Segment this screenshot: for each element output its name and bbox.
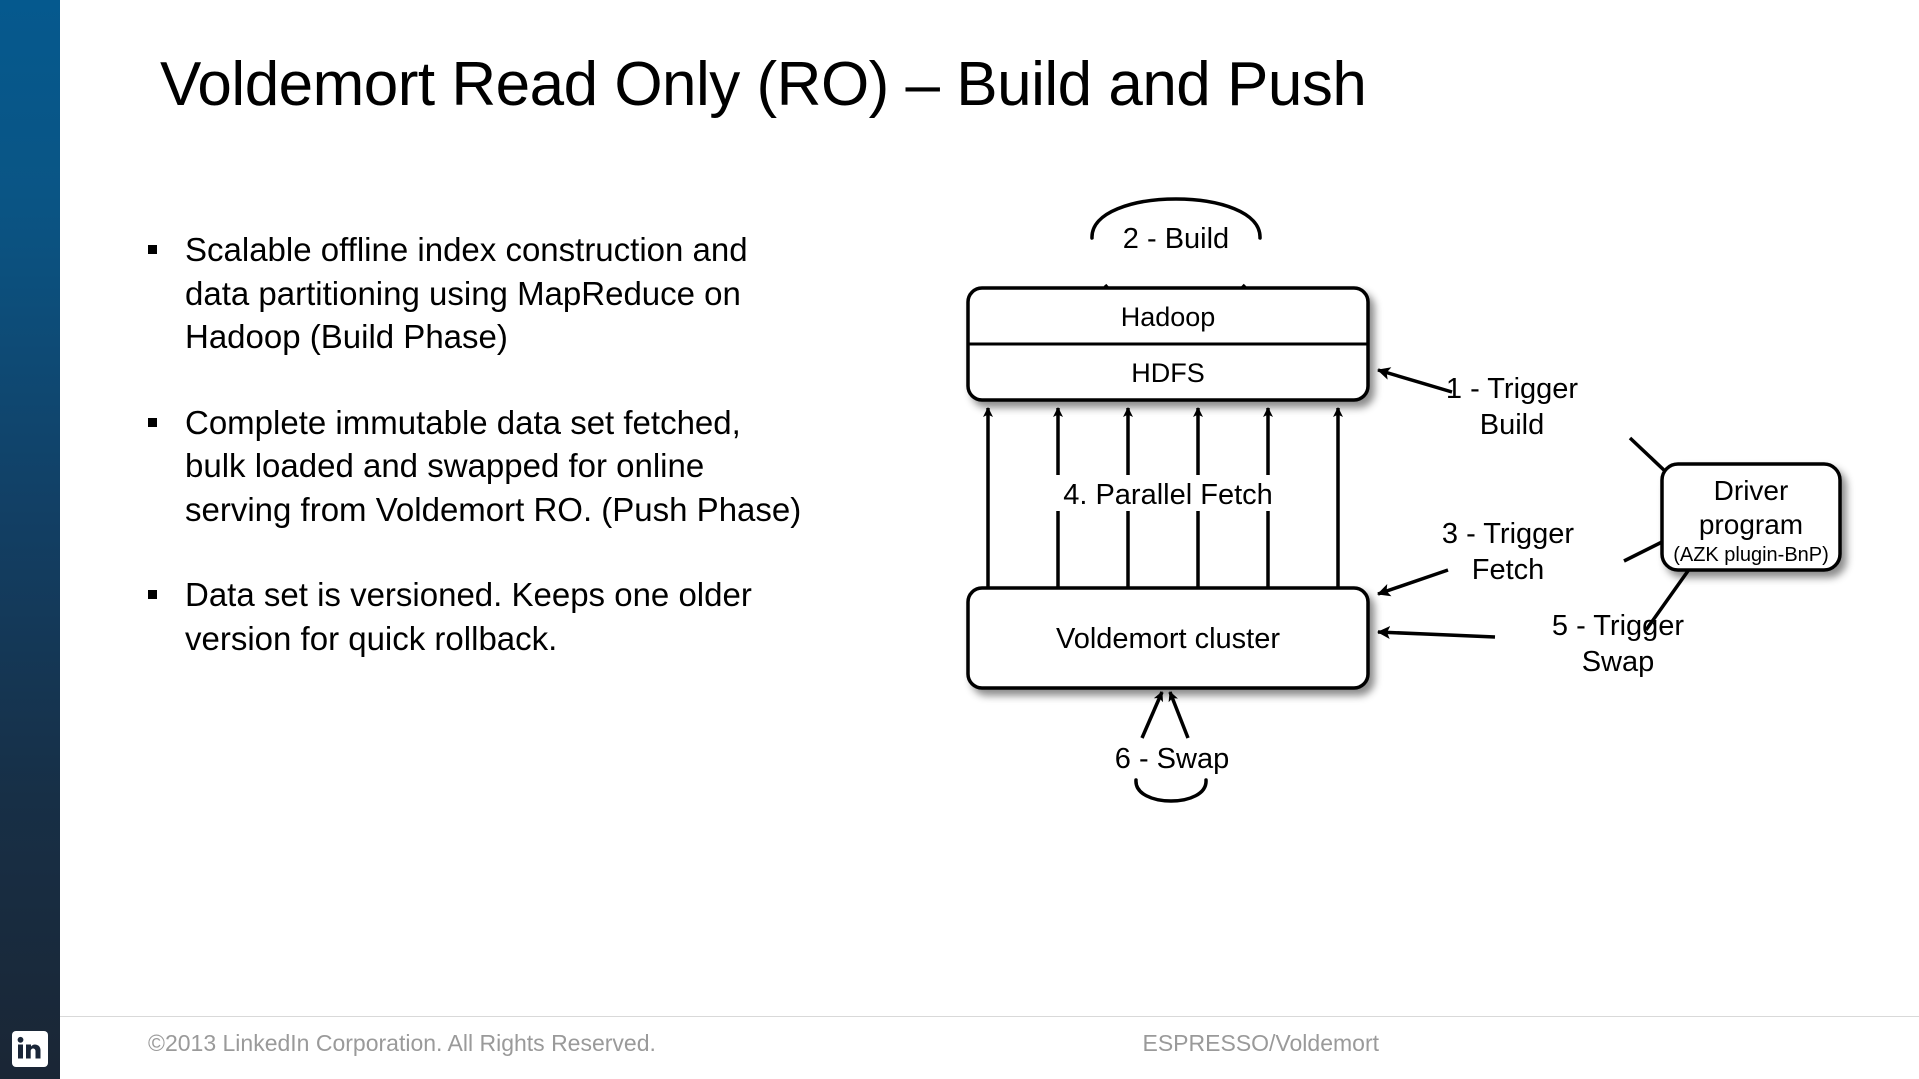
build-and-push-diagram: 2 - Build Hadoop HDFS 4. Parallel Fetch xyxy=(940,180,1900,1010)
node-label-driver-subtitle: (AZK plugin-BnP) xyxy=(1673,544,1829,566)
parallel-fetch-arrows xyxy=(983,407,1343,590)
label-step-1-trigger-build-line2: Build xyxy=(1480,409,1545,441)
driver-program-node xyxy=(1660,462,1842,572)
label-step-2-build: 2 - Build xyxy=(1123,223,1229,255)
label-step-3-trigger-fetch-line2: Fetch xyxy=(1472,554,1545,586)
node-label-driver-line1: Driver xyxy=(1714,475,1789,506)
brand-sidebar xyxy=(0,0,60,1079)
linkedin-logo xyxy=(12,1031,48,1067)
label-step-5-trigger-swap-line2: Swap xyxy=(1582,646,1655,678)
hadoop-node xyxy=(966,286,1370,402)
bullet-square-icon xyxy=(148,590,157,600)
trigger-fetch-arrow xyxy=(1377,568,1449,597)
list-item-text: Complete immutable data set fetched, bul… xyxy=(185,403,802,528)
footer-copyright: ©2013 LinkedIn Corporation. All Rights R… xyxy=(148,1030,656,1056)
trigger-swap-arrow xyxy=(1377,626,1496,640)
bullet-square-icon xyxy=(148,417,157,427)
footer-divider xyxy=(60,1016,1919,1017)
node-label-driver-line2: program xyxy=(1699,509,1803,540)
label-step-3-trigger-fetch-line1: 3 - Trigger xyxy=(1442,518,1574,550)
list-item-text: Data set is versioned. Keeps one older v… xyxy=(185,576,752,657)
list-item: Scalable offline index construction and … xyxy=(148,228,808,359)
list-item: Data set is versioned. Keeps one older v… xyxy=(148,573,808,660)
label-step-4-parallel-fetch: 4. Parallel Fetch xyxy=(1063,479,1273,511)
bullet-list: Scalable offline index construction and … xyxy=(148,228,808,702)
bullet-square-icon xyxy=(148,245,157,254)
label-step-6-swap: 6 - Swap xyxy=(1115,743,1229,775)
label-step-1-trigger-build-line1: 1 - Trigger xyxy=(1446,373,1578,405)
trigger-build-arrow xyxy=(1377,367,1453,394)
list-item: Complete immutable data set fetched, bul… xyxy=(148,401,808,532)
node-label-hadoop: Hadoop xyxy=(1121,302,1216,332)
page-title: Voldemort Read Only (RO) – Build and Pus… xyxy=(160,50,1367,119)
voldemort-cluster-node xyxy=(966,586,1370,690)
list-item-text: Scalable offline index construction and … xyxy=(185,231,748,356)
node-label-hdfs: HDFS xyxy=(1131,358,1205,388)
label-step-5-trigger-swap-line1: 5 - Trigger xyxy=(1552,610,1684,642)
swap-loop-connector xyxy=(1134,691,1208,803)
node-label-voldemort-cluster: Voldemort cluster xyxy=(1056,623,1280,655)
footer-deck-label: ESPRESSO/Voldemort xyxy=(1142,1030,1380,1056)
